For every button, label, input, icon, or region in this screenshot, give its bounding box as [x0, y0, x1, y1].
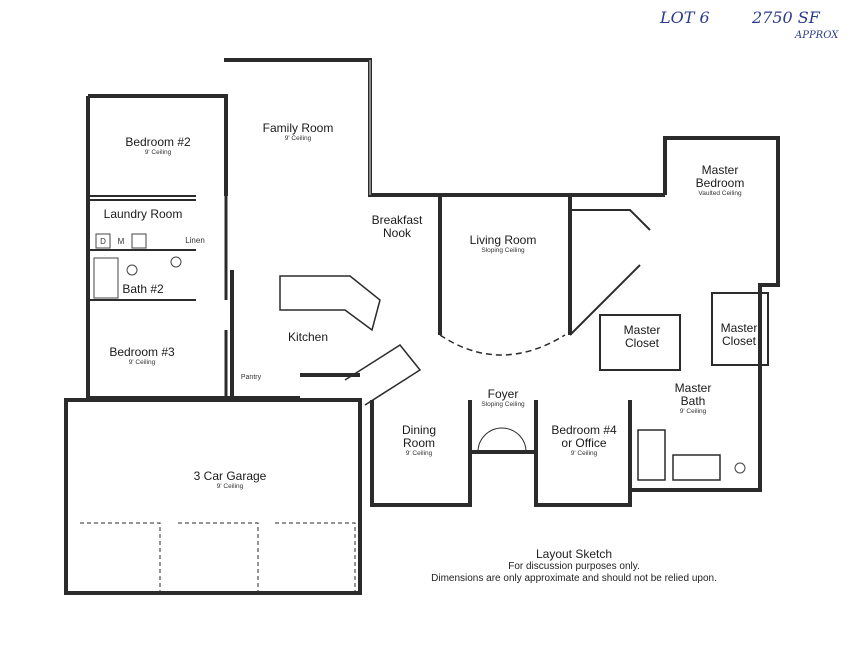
foyer-label: Foyer Sloping Ceiling	[470, 387, 536, 409]
master-bath-line2: Bath	[680, 394, 706, 409]
master-closet-left-line2: Closet	[624, 336, 659, 351]
garage-name: 3 Car Garage	[193, 469, 267, 483]
handwritten-approx-note: APPROX	[795, 30, 839, 41]
breakfast-nook-label: Breakfast Nook	[362, 213, 432, 241]
garage-wall	[64, 398, 362, 595]
bedroom2-label: Bedroom #2 9' Ceiling	[112, 135, 204, 157]
laundry-room-name: Laundry Room	[103, 207, 183, 221]
master-bedroom-line2: Bedroom	[695, 176, 745, 191]
master-bath-shower	[637, 429, 666, 481]
master-closet-left-label: Master Closet	[614, 323, 670, 351]
garage-label: 3 Car Garage 9' Ceiling	[170, 469, 290, 491]
bedroom3-name: Bedroom #3	[109, 345, 175, 359]
bedroom4-line1: Bedroom #4	[551, 423, 617, 437]
foyer-name: Foyer	[487, 387, 519, 401]
bath2-toilet	[126, 264, 138, 276]
master-bedroom-label: Master Bedroom Vaulted Ceiling	[680, 163, 760, 198]
breakfast-line2: Nook	[382, 226, 411, 241]
pantry-label: Pantry	[240, 374, 262, 381]
handwritten-lot-note: LOT 6	[660, 8, 710, 27]
linen-label: Linen	[185, 236, 205, 245]
master-closet-right	[711, 292, 769, 366]
bedroom3-label: Bedroom #3 9' Ceiling	[96, 345, 188, 367]
bath2-name: Bath #2	[122, 282, 164, 296]
washer-box	[131, 233, 147, 249]
laundry-sink	[170, 256, 182, 268]
laundry-washer-label: M	[117, 237, 125, 246]
master-bedroom-line1: Master	[701, 163, 739, 177]
master-closet-right-label: Master Closet	[711, 321, 767, 349]
dining-line1: Dining	[401, 423, 437, 437]
bedroom2-ceiling: 9' Ceiling	[144, 149, 172, 157]
sketch-line1: For discussion purposes only.	[508, 561, 640, 572]
bedroom3-ceiling: 9' Ceiling	[128, 359, 156, 367]
living-room-ceiling: Sloping Ceiling	[481, 247, 525, 255]
master-bath-line1: Master	[674, 381, 712, 395]
family-room-name: Family Room	[262, 121, 334, 135]
dining-ceiling: 9' Ceiling	[405, 450, 433, 458]
laundry-dryer-label: D	[100, 237, 106, 246]
master-bath-ceiling: 9' Ceiling	[679, 408, 707, 416]
garage-door-1	[80, 522, 161, 593]
layout-sketch-note: Layout Sketch For discussion purposes on…	[400, 547, 748, 585]
kitchen-angled-counter	[344, 344, 422, 406]
family-room-label: Family Room 9' Ceiling	[248, 121, 348, 143]
master-bath-tub	[672, 454, 721, 481]
foyer-ceiling: Sloping Ceiling	[481, 401, 525, 409]
master-closet-right-line1: Master	[720, 321, 758, 335]
sketch-title: Layout Sketch	[535, 547, 613, 561]
garage-door-2	[178, 522, 259, 593]
living-room-wall	[438, 193, 665, 335]
bedroom2-wall	[88, 195, 196, 201]
breakfast-line1: Breakfast	[371, 213, 423, 227]
living-room-arc	[439, 334, 566, 356]
master-suite-wall	[630, 136, 780, 492]
kitchen-name: Kitchen	[287, 330, 329, 344]
garage-ceiling: 9' Ceiling	[216, 483, 244, 491]
master-closet-right-line2: Closet	[721, 334, 756, 349]
foyer-doors	[477, 427, 527, 453]
dining-line2: Room	[402, 436, 435, 451]
master-toilet	[734, 462, 746, 474]
dining-room-label: Dining Room 9' Ceiling	[388, 423, 450, 458]
kitchen-counter	[279, 275, 381, 332]
living-room-label: Living Room Sloping Ceiling	[458, 233, 548, 255]
bath2-tub	[93, 257, 119, 299]
bedroom2-name: Bedroom #2	[125, 135, 191, 149]
family-room-ceiling: 9' Ceiling	[284, 135, 312, 143]
master-bath-label: Master Bath 9' Ceiling	[664, 381, 722, 416]
master-closet-left-line1: Master	[623, 323, 661, 337]
bedroom4-wall	[534, 400, 632, 507]
bedroom4-label: Bedroom #4 or Office 9' Ceiling	[544, 423, 624, 458]
sketch-line2: Dimensions are only approximate and shou…	[431, 573, 717, 584]
garage-door-3	[275, 522, 356, 593]
bedroom4-line2: or Office	[561, 436, 607, 451]
bedroom4-ceiling: 9' Ceiling	[570, 450, 598, 458]
master-bedroom-ceiling: Vaulted Ceiling	[698, 190, 742, 198]
dryer-box	[95, 233, 111, 249]
master-closet-left	[599, 314, 681, 371]
master-angle-wall	[569, 209, 651, 336]
handwritten-area-note: 2750 SF	[752, 8, 820, 27]
living-room-name: Living Room	[469, 233, 537, 247]
